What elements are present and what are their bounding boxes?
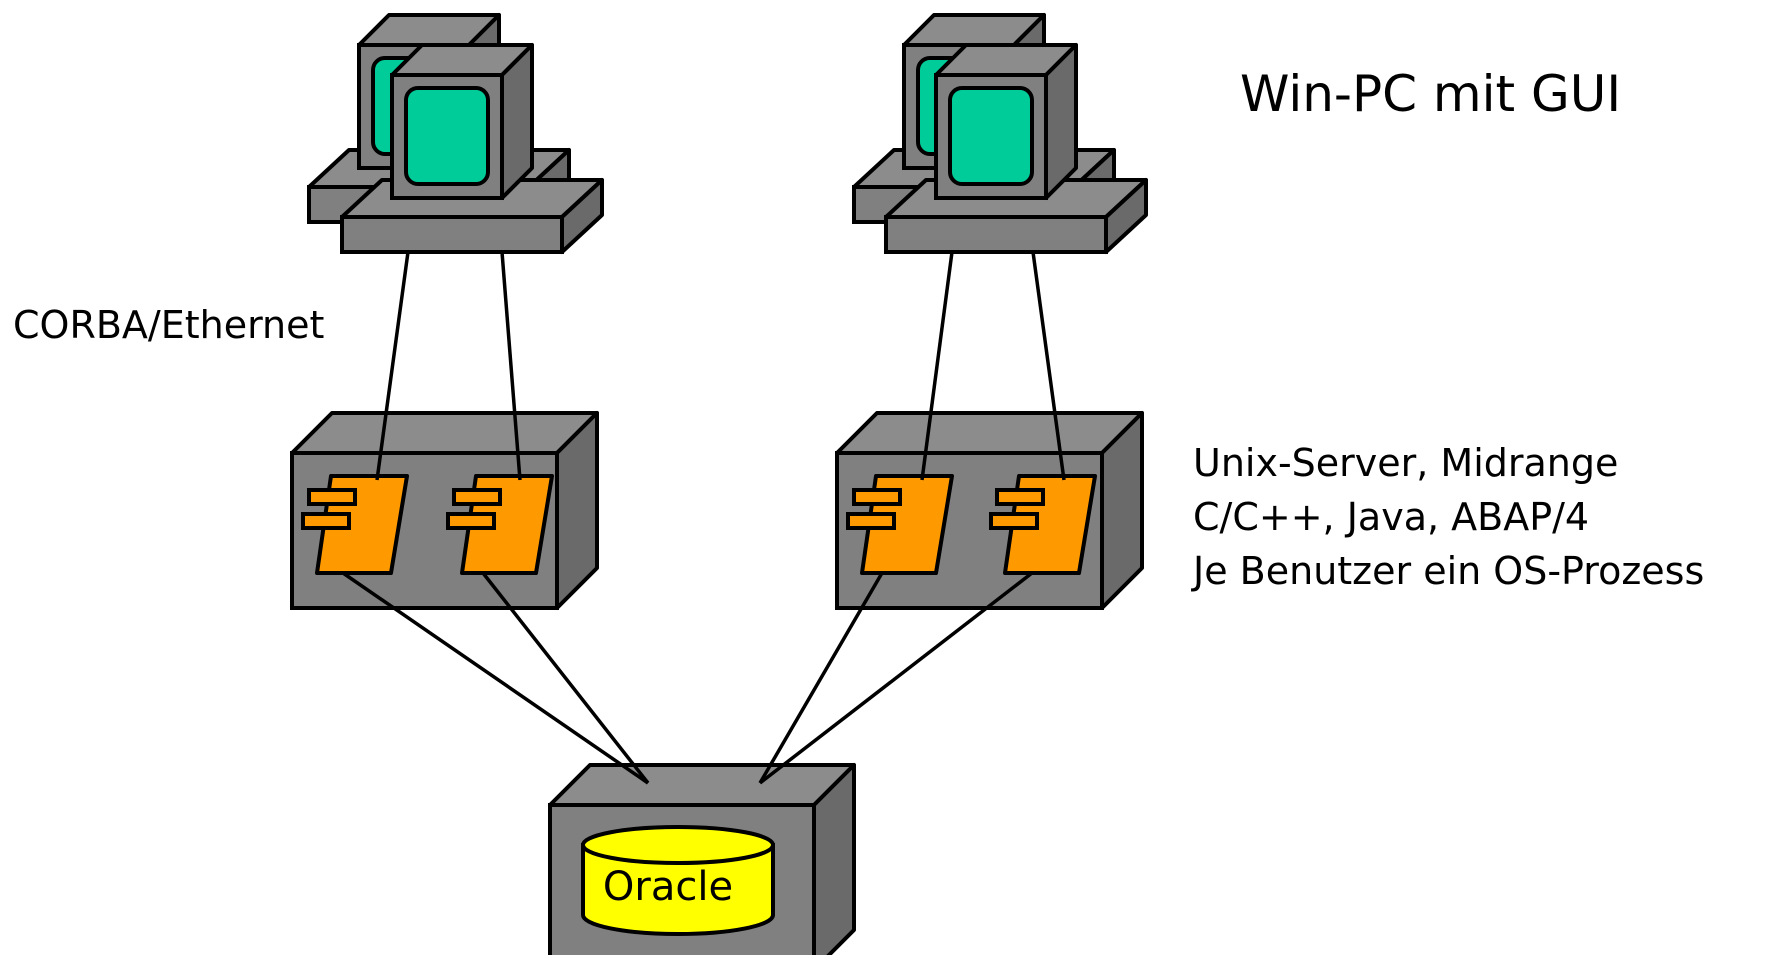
app-server-left (290, 411, 599, 610)
server-description-line: C/C++, Java, ABAP/4 (1193, 495, 1590, 539)
connection-line (758, 571, 1034, 785)
connection-line (500, 251, 522, 481)
app-server-right (835, 411, 1144, 610)
connection-line (1031, 251, 1066, 481)
connection-line (920, 251, 954, 481)
workstation-label: Win-PC mit GUI (1240, 65, 1622, 123)
server-description-line: Unix-Server, Midrange (1193, 441, 1619, 485)
process-component-icon (301, 474, 409, 575)
connection-line (342, 571, 649, 785)
database-label: Oracle (603, 864, 733, 910)
database-cylinder-icon (581, 825, 775, 936)
protocol-label: CORBA/Ethernet (13, 303, 325, 347)
server-description-line: Je Benutzer ein OS-Prozess (1193, 549, 1705, 593)
workstation-right-icon (852, 13, 1148, 254)
process-component-icon (446, 474, 554, 575)
connection-line (481, 571, 650, 785)
connections (342, 251, 1066, 785)
server-description: Unix-Server, Midrange C/C++, Java, ABAP/… (1193, 436, 1704, 598)
database-server: Oracle (548, 763, 856, 955)
connection-line (758, 572, 884, 784)
process-component-icon (989, 474, 1097, 575)
connection-line (375, 251, 410, 481)
workstation-left-icon (307, 13, 604, 254)
process-component-icon (846, 474, 954, 575)
